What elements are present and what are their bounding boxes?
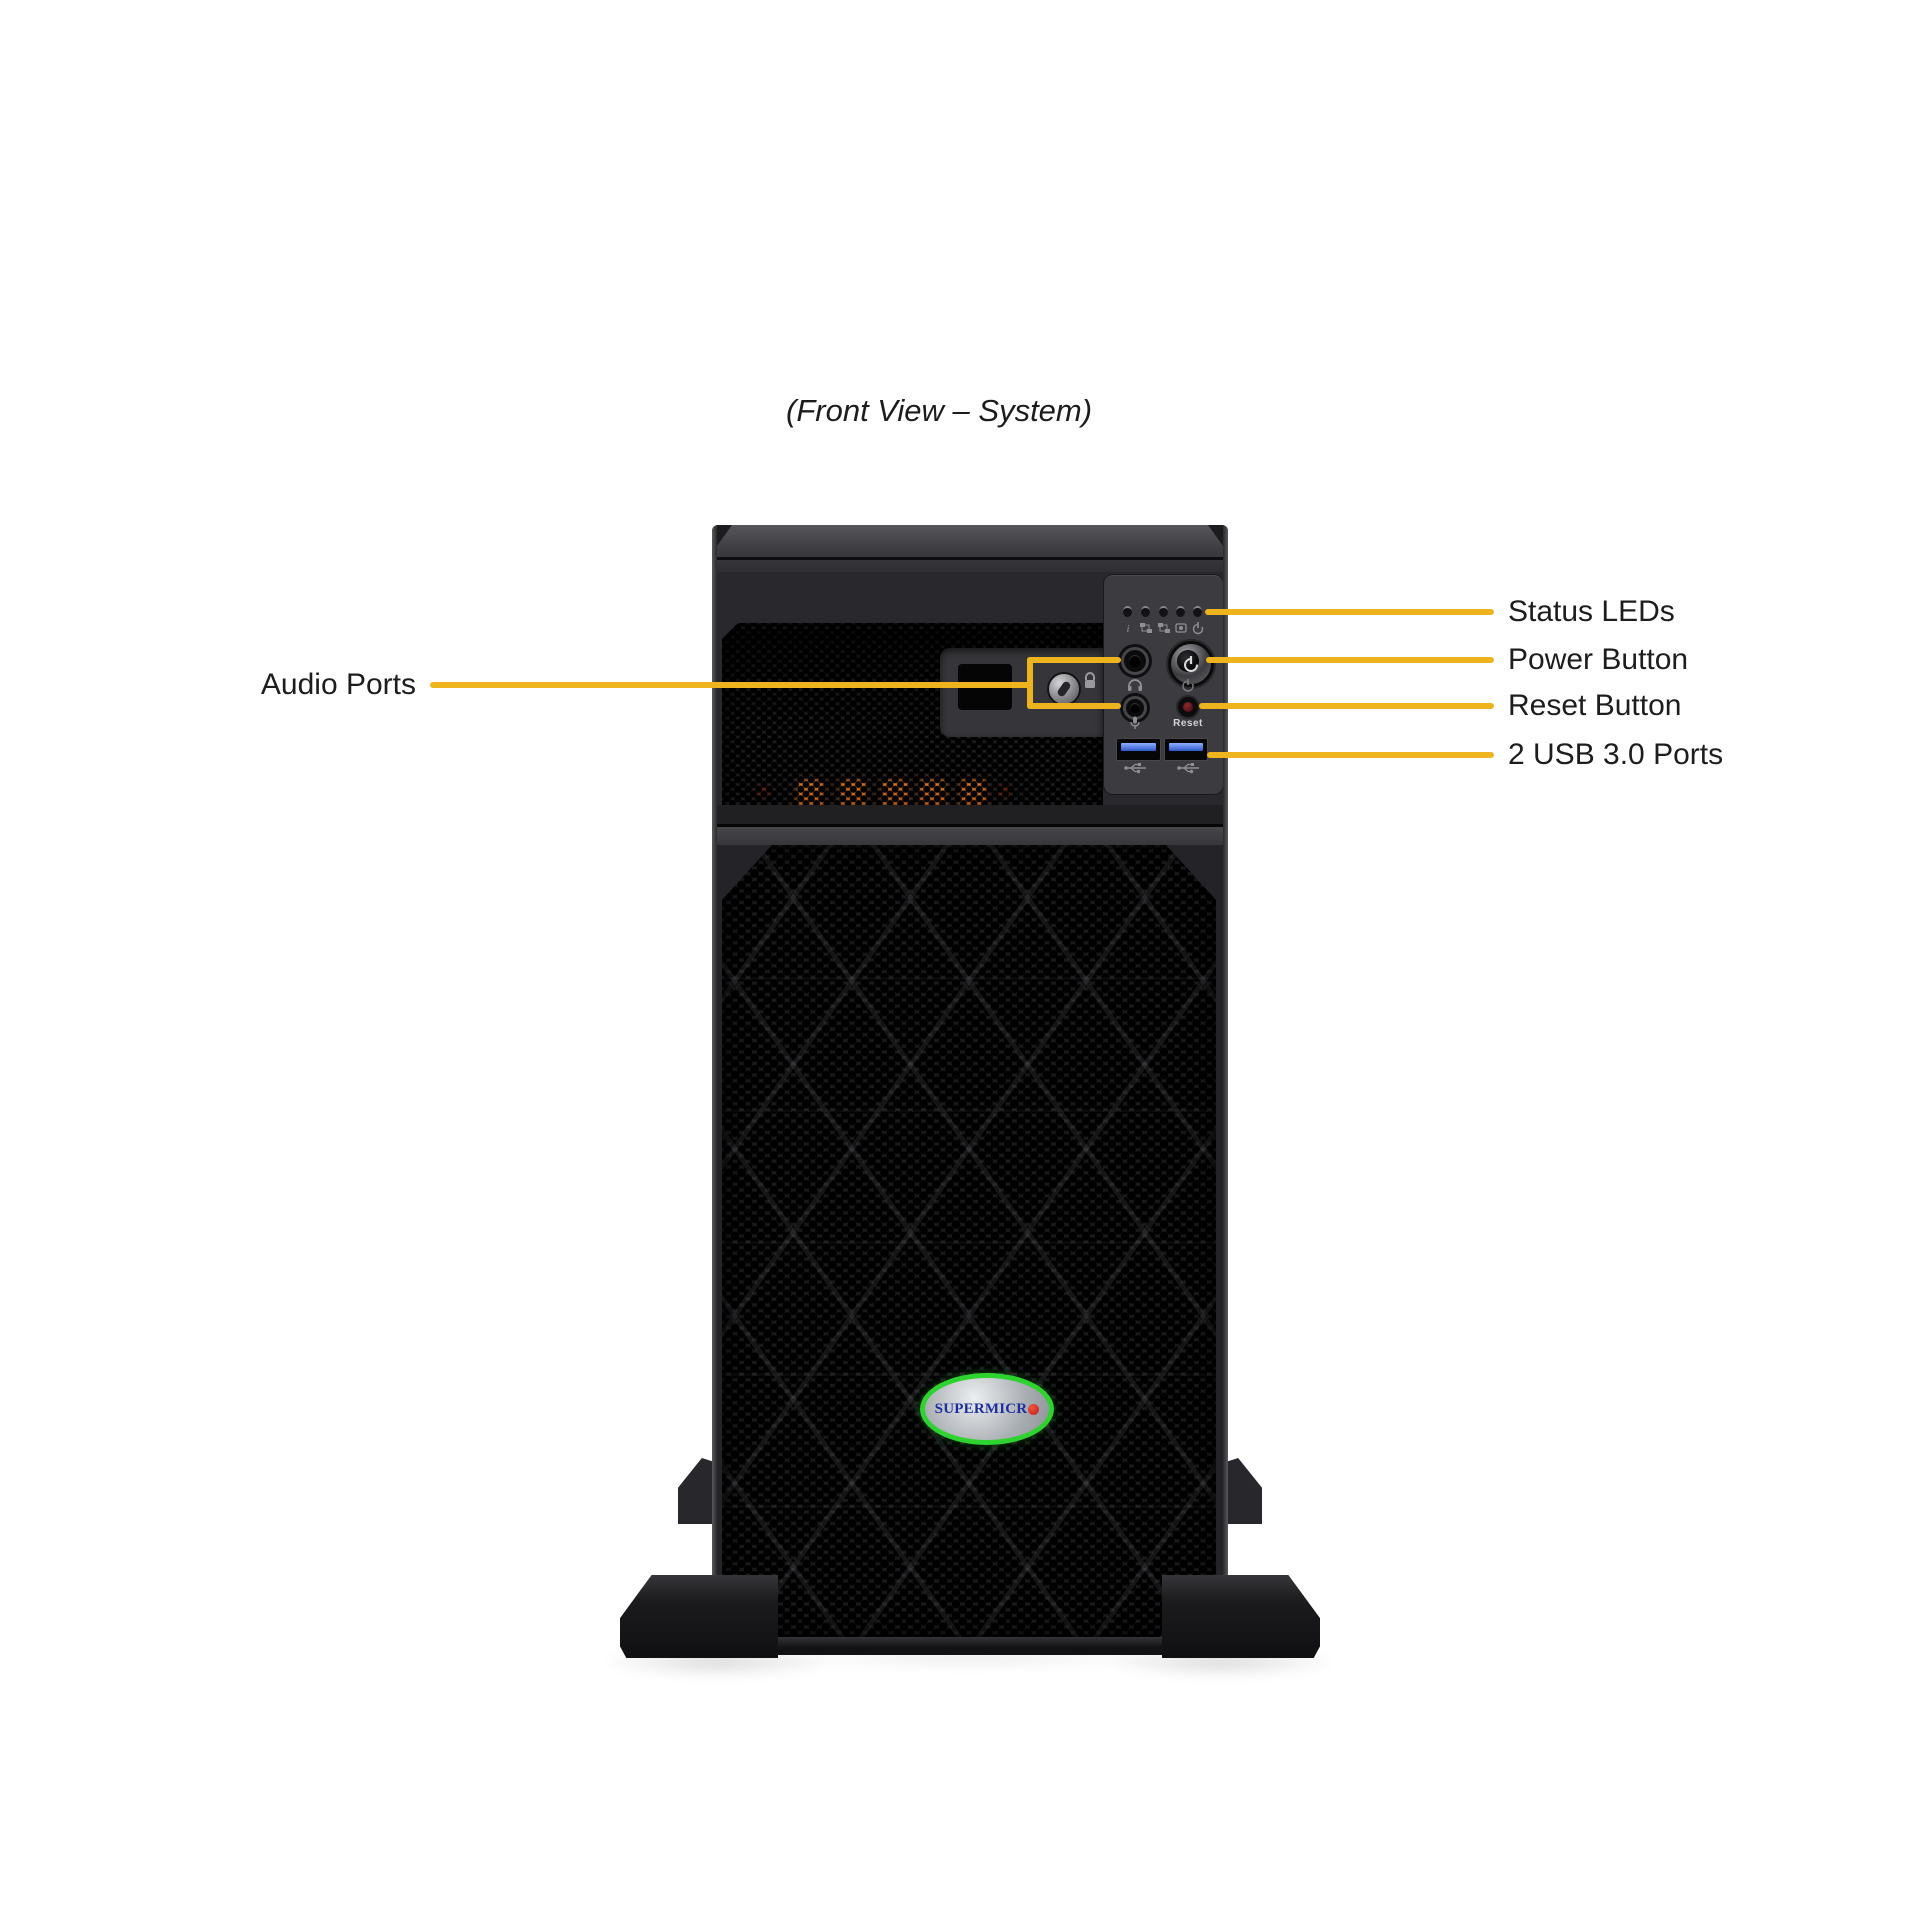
chassis-edge-left: [712, 525, 717, 1655]
headphone-jack[interactable]: [1121, 647, 1149, 675]
headphone-icon: [1128, 679, 1142, 691]
top-cap-seam: [712, 557, 1228, 560]
diagram-title: (Front View – System): [786, 393, 1093, 428]
status-led: [1193, 606, 1202, 617]
nic2-led-icon: [1140, 623, 1152, 633]
callout-line-power: [1206, 657, 1494, 663]
power-button-glyph: [1184, 656, 1198, 672]
callout-line-audio-mic: [1027, 703, 1121, 709]
status-led: [1176, 606, 1185, 617]
bezel-divider-lower: [712, 827, 1228, 845]
supermicro-logo-text: SUPERMICR: [934, 1400, 1028, 1417]
reset-label: Reset: [1173, 718, 1203, 729]
mesh-pattern: [722, 845, 1216, 1637]
status-led: [1159, 606, 1168, 617]
padlock-icon: [1085, 672, 1095, 688]
callout-line-audio-headphone: [1027, 657, 1121, 663]
power-button[interactable]: [1168, 641, 1214, 687]
lower-bezel: SUPERMICR: [712, 845, 1228, 1655]
usb-icon: [1124, 763, 1146, 774]
hdd-led-icon: [1175, 623, 1187, 633]
reset-button[interactable]: [1178, 697, 1198, 717]
callout-line-audio: [430, 682, 1033, 688]
status-led: [1123, 606, 1132, 617]
front-grille: SUPERMICR: [722, 845, 1216, 1637]
front-foot-right: [1162, 1575, 1320, 1658]
svg-text:i: i: [1126, 623, 1129, 635]
callout-line-status-leds: [1205, 609, 1494, 615]
callout-line-reset: [1199, 703, 1494, 709]
label-status-leds: Status LEDs: [1508, 595, 1675, 628]
power-outline-icon: [1182, 679, 1194, 692]
server-tower: i: [712, 525, 1228, 1655]
nic1-led-icon: [1158, 623, 1170, 633]
mesh-shading: [722, 845, 1216, 1637]
top-cap: [712, 525, 1228, 572]
front-foot-left: [620, 1575, 778, 1658]
usb-icon: [1177, 763, 1199, 774]
chassis-bottom-bar: [712, 1637, 1228, 1655]
callout-line-usb: [1207, 752, 1494, 758]
control-panel: i: [1103, 574, 1224, 795]
info-led-icon: i: [1126, 623, 1129, 635]
keylock[interactable]: [1047, 672, 1081, 706]
logo-dot: [1028, 1403, 1040, 1415]
usb3-port-2[interactable]: [1164, 738, 1208, 761]
bezel-divider-seam: [712, 824, 1228, 827]
grille-ribs: [722, 845, 1216, 1637]
label-audio-ports: Audio Ports: [260, 668, 416, 701]
label-power-button: Power Button: [1508, 643, 1689, 676]
microphone-jack[interactable]: [1123, 696, 1147, 720]
supermicro-logo: SUPERMICR: [920, 1373, 1054, 1445]
power-led-icon: [1192, 622, 1204, 635]
status-led: [1141, 606, 1150, 617]
bezel-divider: [712, 805, 1228, 845]
callout-line-audio-fork: [1027, 657, 1033, 709]
microphone-icon: [1130, 716, 1140, 729]
chassis-edge-right: [1223, 525, 1228, 1655]
label-reset-button: Reset Button: [1508, 689, 1682, 722]
usb3-port-1[interactable]: [1116, 738, 1161, 761]
label-usb-ports: 2 USB 3.0 Ports: [1508, 738, 1724, 771]
